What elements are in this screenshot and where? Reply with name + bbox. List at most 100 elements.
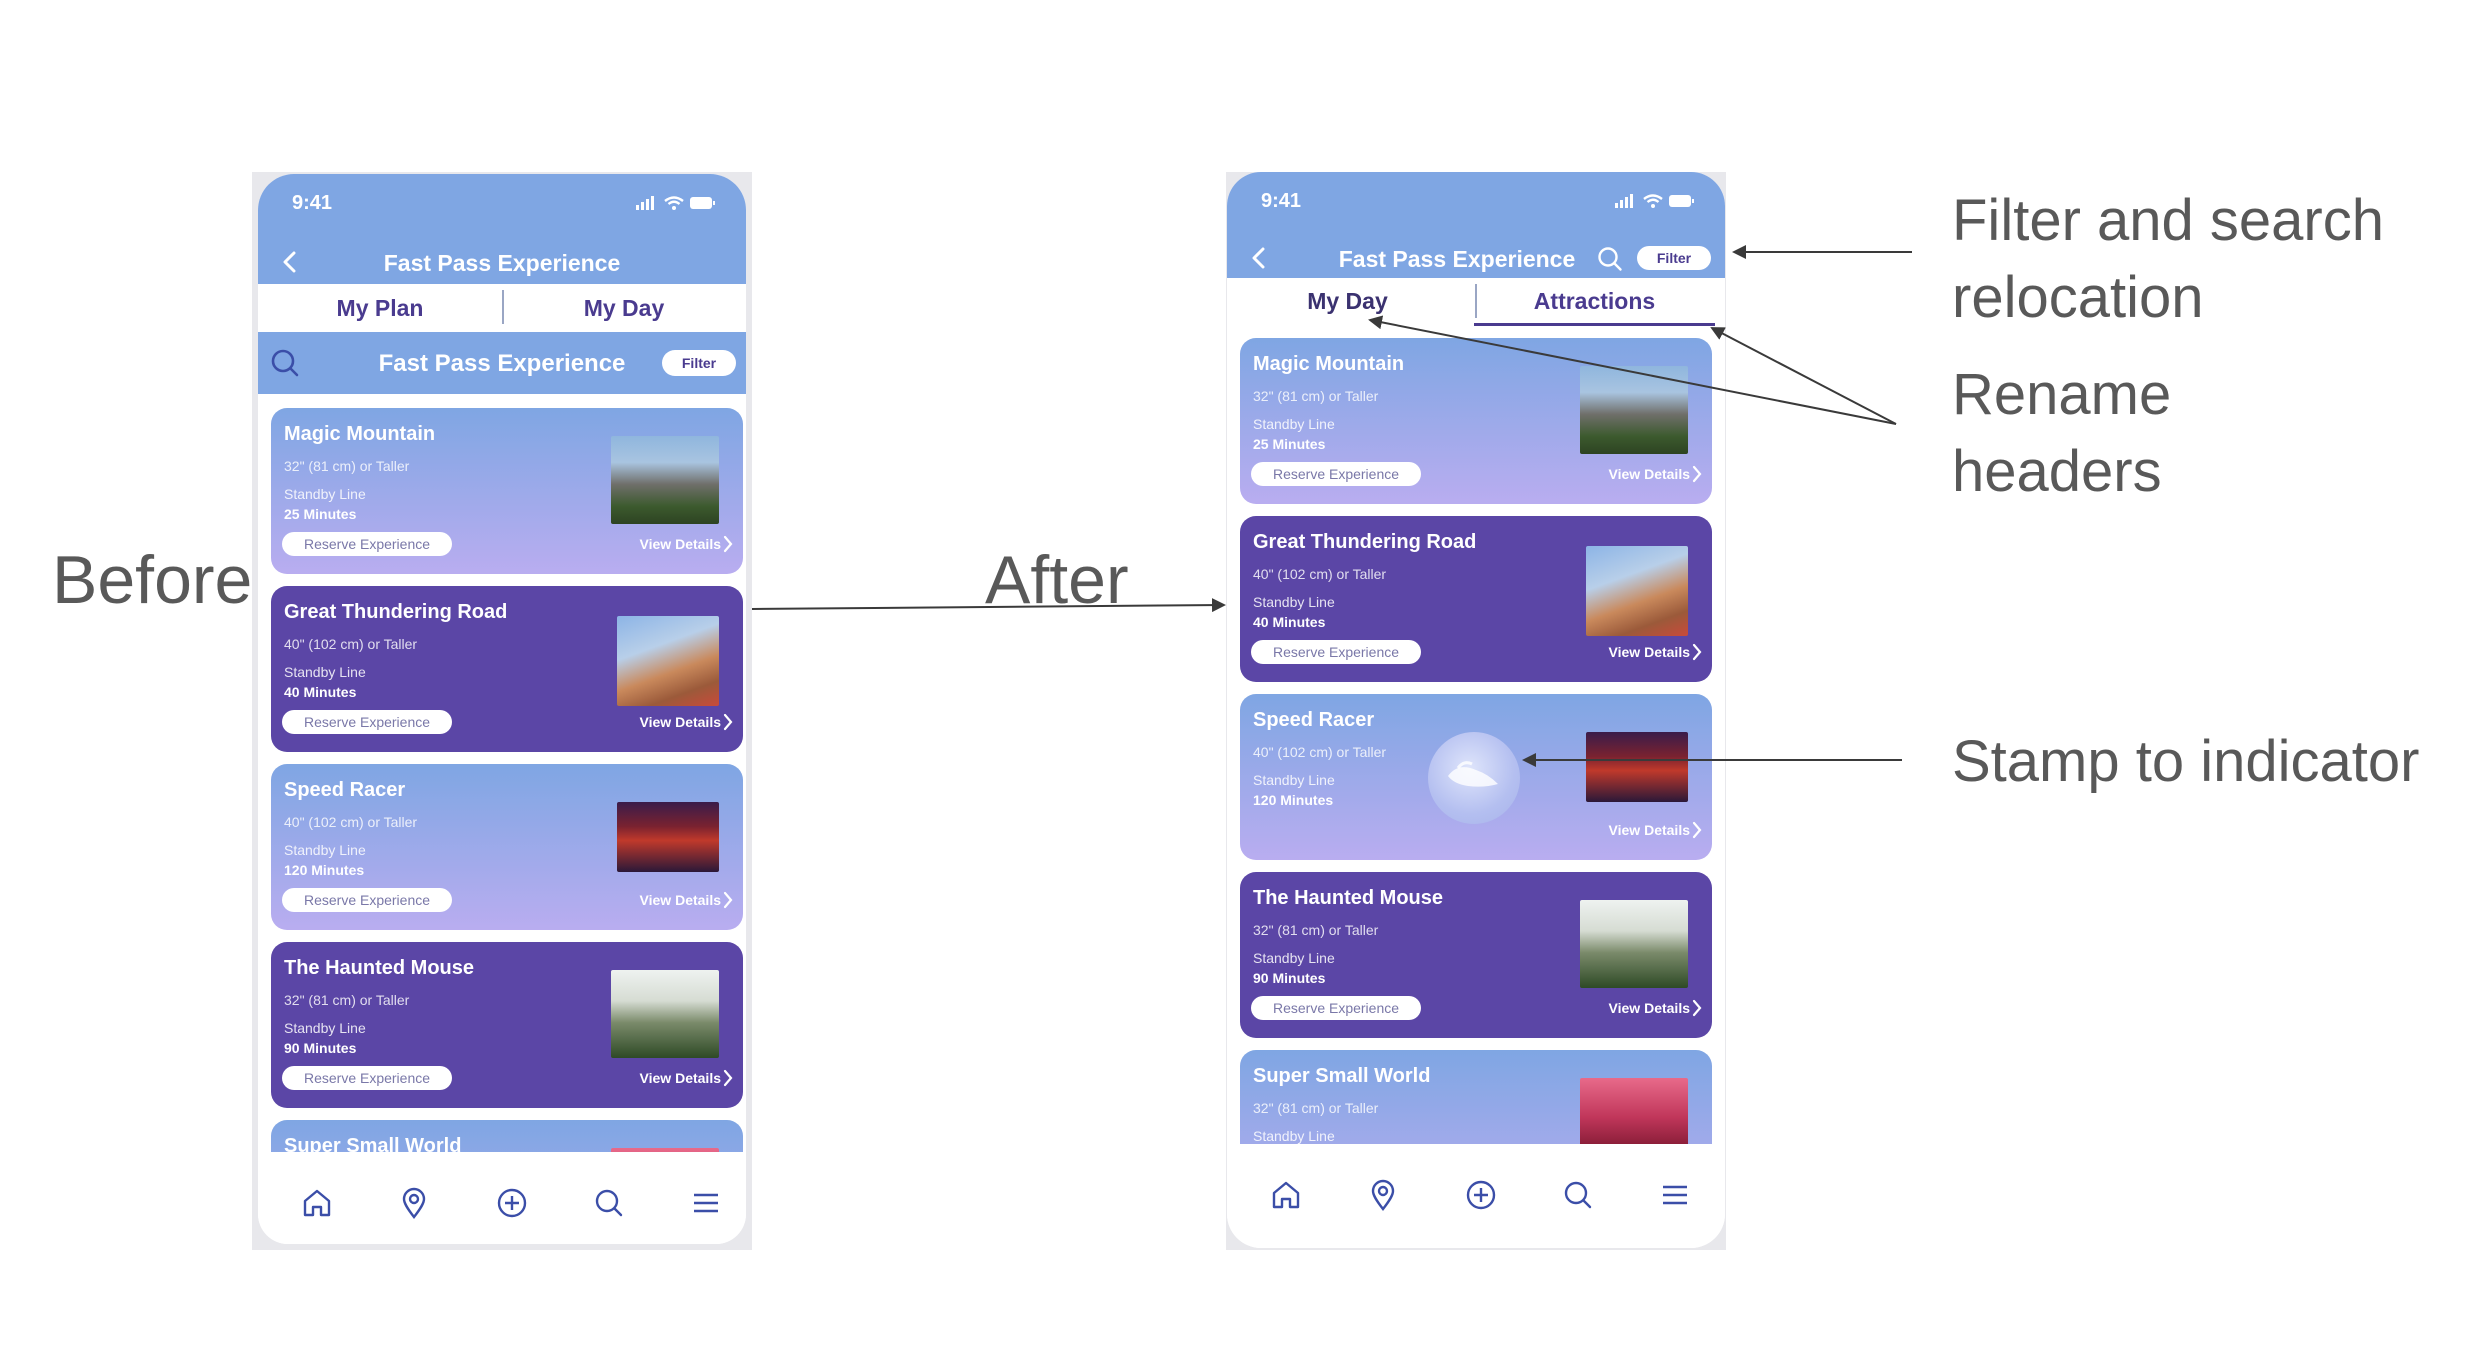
attraction-name: The Haunted Mouse <box>1253 887 1444 909</box>
wait-time: 25 Minutes <box>284 506 357 522</box>
home-icon[interactable] <box>1269 1178 1303 1212</box>
attraction-card[interactable]: Super Small World <box>271 1120 743 1152</box>
status-bar: 9:41 <box>258 174 746 240</box>
bottom-tab-bar <box>1227 1144 1725 1248</box>
search-icon[interactable] <box>592 1186 626 1220</box>
search-filter-band: Fast Pass Experience Filter <box>258 332 746 394</box>
reserve-experience-button[interactable]: Reserve Experience <box>1251 462 1421 486</box>
chevron-right-icon <box>1692 821 1702 839</box>
attraction-card[interactable]: Speed Racer 40" (102 cm) or Taller Stand… <box>1240 694 1712 860</box>
view-details-link[interactable]: View Details <box>639 536 721 552</box>
filter-button[interactable]: Filter <box>662 350 736 376</box>
view-details-link[interactable]: View Details <box>1608 466 1690 482</box>
view-details-link[interactable]: View Details <box>1608 1000 1690 1016</box>
attraction-photo <box>1580 900 1688 988</box>
annotation-filter-search: Filter and search relocation <box>1952 182 2384 336</box>
attraction-name: Great Thundering Road <box>284 601 508 623</box>
wait-time: 120 Minutes <box>1253 792 1334 808</box>
attraction-card[interactable]: The Haunted Mouse 32" (81 cm) or Taller … <box>1240 872 1712 1038</box>
attraction-card[interactable]: Great Thundering Road 40" (102 cm) or Ta… <box>271 586 743 752</box>
attraction-list: Magic Mountain 32" (81 cm) or Taller Sta… <box>1227 332 1725 1144</box>
wifi-icon <box>1643 194 1663 208</box>
attraction-photo <box>611 1148 719 1152</box>
tab-my-day[interactable]: My Day <box>583 295 665 321</box>
standby-label: Standby Line <box>284 1020 366 1036</box>
wait-time: 40 Minutes <box>1253 614 1326 630</box>
attraction-photo <box>611 436 719 524</box>
view-details-link[interactable]: View Details <box>639 1070 721 1086</box>
attraction-name: Super Small World <box>284 1135 462 1152</box>
annotation-rename-line2: headers <box>1952 439 2162 504</box>
attraction-photo <box>1580 1078 1688 1144</box>
filter-button[interactable]: Filter <box>1637 246 1711 270</box>
tab-attractions[interactable]: Attractions <box>1474 278 1715 326</box>
reserve-experience-button[interactable]: Reserve Experience <box>282 532 452 556</box>
standby-label: Standby Line <box>1253 594 1335 610</box>
add-circle-icon[interactable] <box>1464 1178 1498 1212</box>
chevron-right-icon <box>1692 465 1702 483</box>
search-icon[interactable] <box>1597 246 1623 272</box>
chevron-right-icon <box>723 891 733 909</box>
fast-pass-indicator-icon <box>1428 732 1520 824</box>
wait-time: 90 Minutes <box>284 1040 357 1056</box>
back-chevron-icon[interactable] <box>280 250 302 274</box>
wait-time: 25 Minutes <box>1253 436 1326 452</box>
view-details-link[interactable]: View Details <box>639 714 721 730</box>
attraction-card[interactable]: Magic Mountain 32" (81 cm) or Taller Sta… <box>1240 338 1712 504</box>
height-requirement: 40" (102 cm) or Taller <box>284 636 418 652</box>
standby-label: Standby Line <box>1253 772 1335 788</box>
attraction-card[interactable]: Super Small World 32" (81 cm) or Taller … <box>1240 1050 1712 1144</box>
battery-icon <box>690 197 715 209</box>
nav-bar: Fast Pass Experience Filter <box>1227 238 1725 278</box>
menu-icon[interactable] <box>1658 1178 1692 1212</box>
tab-my-day[interactable]: My Day <box>1307 288 1388 314</box>
height-requirement: 32" (81 cm) or Taller <box>1253 1100 1379 1116</box>
reserve-experience-button[interactable]: Reserve Experience <box>1251 996 1421 1020</box>
status-icons <box>636 196 716 210</box>
reserve-experience-button[interactable]: Reserve Experience <box>1251 640 1421 664</box>
standby-label: Standby Line <box>284 664 366 680</box>
home-icon[interactable] <box>300 1186 334 1220</box>
after-screen: 9:41 Fast Pass Experience Filter My Day … <box>1227 172 1725 1248</box>
attraction-card[interactable]: Speed Racer 40" (102 cm) or Taller Stand… <box>271 764 743 930</box>
standby-label: Standby Line <box>1253 950 1335 966</box>
chevron-right-icon <box>723 535 733 553</box>
location-pin-icon[interactable] <box>1366 1178 1400 1212</box>
standby-label: Standby Line <box>284 842 366 858</box>
attraction-list: Magic Mountain 32" (81 cm) or Taller Sta… <box>258 394 746 1152</box>
reserve-experience-button[interactable]: Reserve Experience <box>282 710 452 734</box>
attraction-card[interactable]: Great Thundering Road 40" (102 cm) or Ta… <box>1240 516 1712 682</box>
attraction-photo <box>1580 366 1688 454</box>
before-screen: 9:41 Fast Pass Experience My Plan My Day… <box>258 174 746 1244</box>
reserve-experience-button[interactable]: Reserve Experience <box>282 1066 452 1090</box>
height-requirement: 32" (81 cm) or Taller <box>284 458 410 474</box>
attraction-name: Speed Racer <box>1253 709 1375 731</box>
attraction-card[interactable]: The Haunted Mouse 32" (81 cm) or Taller … <box>271 942 743 1108</box>
reserve-experience-button[interactable]: Reserve Experience <box>282 888 452 912</box>
rename-arrow-attractions <box>1710 327 1897 425</box>
view-details-link[interactable]: View Details <box>639 892 721 908</box>
tab-my-plan[interactable]: My Plan <box>336 295 424 321</box>
after-label: After <box>985 542 1129 618</box>
search-icon[interactable] <box>1561 1178 1595 1212</box>
menu-icon[interactable] <box>689 1186 723 1220</box>
annotation-rename-headers: Rename headers <box>1952 356 2171 510</box>
standby-label: Standby Line <box>1253 1128 1335 1144</box>
attraction-name: Magic Mountain <box>1253 353 1405 375</box>
search-icon[interactable] <box>270 348 300 378</box>
height-requirement: 32" (81 cm) or Taller <box>1253 922 1379 938</box>
battery-icon <box>1669 195 1694 207</box>
attraction-card[interactable]: Magic Mountain 32" (81 cm) or Taller Sta… <box>271 408 743 574</box>
attraction-name: The Haunted Mouse <box>284 957 475 979</box>
view-details-link[interactable]: View Details <box>1608 644 1690 660</box>
add-circle-icon[interactable] <box>495 1186 529 1220</box>
search-band-title: Fast Pass Experience <box>378 350 626 377</box>
wifi-icon <box>664 196 684 210</box>
chevron-right-icon <box>1692 999 1702 1017</box>
view-details-link[interactable]: View Details <box>1608 822 1690 838</box>
location-pin-icon[interactable] <box>397 1186 431 1220</box>
back-chevron-icon[interactable] <box>1249 246 1271 270</box>
before-label: Before <box>52 542 253 618</box>
attraction-photo <box>617 616 719 706</box>
standby-label: Standby Line <box>284 486 366 502</box>
